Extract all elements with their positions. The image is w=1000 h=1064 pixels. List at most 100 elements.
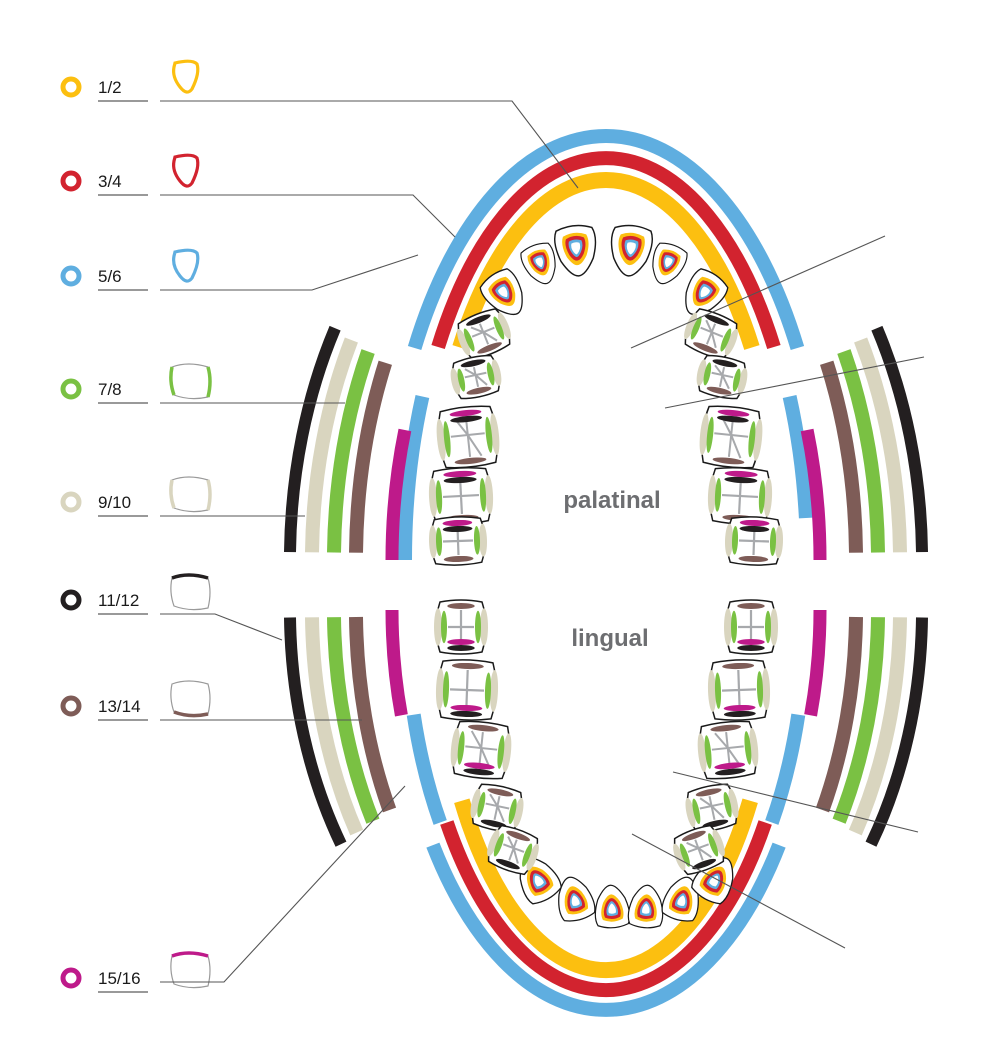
molar-side-beige (513, 797, 524, 828)
molar-side-highlight (169, 366, 176, 396)
molar-fissure (699, 796, 725, 820)
molar-side-beige (696, 359, 707, 386)
molar-tooth (434, 599, 488, 655)
molar-side-beige (724, 523, 734, 557)
lower-right-arc-magenta (804, 609, 827, 717)
legend-swatch-ring-icon (60, 265, 82, 287)
molar-tooth (724, 516, 784, 566)
upper-arc-red (431, 151, 781, 350)
molar-side-beige (749, 727, 759, 767)
legend-label: 7/8 (98, 380, 122, 399)
leader-line (664, 356, 925, 409)
molar-bottom-surface (712, 457, 745, 465)
legend-item: 11/12 (60, 573, 211, 615)
lower-right-arc-blue (765, 713, 806, 825)
molar-side-green (457, 731, 465, 765)
molar-top-surface (724, 470, 758, 478)
molar-top-surface (717, 409, 750, 417)
molar-side-green (679, 843, 690, 867)
molar-top-surface (737, 603, 765, 609)
incisor-core (534, 875, 544, 887)
molar-bottom-surface (450, 710, 483, 718)
molar-fissure (448, 610, 474, 644)
molar-side-beige (434, 608, 442, 646)
lower-left-arc-brown (349, 616, 397, 813)
molar-side-beige (435, 668, 445, 711)
upper-left-arc-beige (305, 337, 358, 553)
incisor-core (571, 242, 581, 255)
molar-side-green (769, 527, 777, 556)
legend-item: 7/8 (60, 363, 212, 404)
molar-top-surface (451, 662, 484, 670)
molar-side-green (758, 480, 766, 515)
leader-line (160, 100, 579, 189)
molar-tooth (450, 354, 502, 400)
leader-lines (160, 100, 925, 983)
upper-arc-yellow (452, 172, 760, 350)
molar-side-highlight (206, 366, 212, 398)
molar-tooth-icon (170, 680, 211, 717)
molar-top-surface (724, 476, 758, 484)
molar-side-green (732, 368, 741, 392)
legend-swatch-ring-icon (60, 695, 82, 717)
molar-side-beige (490, 413, 500, 456)
incisor-tooth (627, 884, 664, 929)
molar-side-green (435, 480, 443, 515)
incisor-tooth (594, 884, 631, 929)
molar-side-beige (712, 829, 725, 857)
molar-bottom-surface (480, 819, 507, 828)
molar-side-green (765, 610, 771, 644)
molar-bottom-surface (693, 342, 718, 354)
legend-swatch-ring-icon (60, 378, 82, 400)
molar-side-beige (489, 669, 499, 712)
molar-side-green (485, 416, 493, 453)
molar-top-surface (695, 788, 722, 797)
molar-bottom-surface (450, 704, 483, 712)
molar-top-surface (717, 415, 749, 423)
molar-side-green (714, 477, 722, 512)
lower-left-arc-magenta (385, 609, 408, 717)
molar-side-beige (526, 843, 539, 871)
legend-label: 5/6 (98, 267, 122, 286)
legend-swatch-ring-icon (60, 170, 82, 192)
molar-side-beige (685, 797, 696, 828)
molar-side-green (477, 791, 486, 818)
molar-side-green (756, 671, 764, 708)
molar-fissure (711, 731, 744, 769)
upper-left-arc-magenta (385, 428, 412, 561)
molar-side-green (704, 735, 712, 769)
molar-bottom-surface (692, 858, 717, 870)
molar-top-highlight (171, 951, 209, 958)
molar-side-green (706, 416, 714, 453)
legend-label: 9/10 (98, 493, 131, 512)
molar-tooth (673, 824, 725, 876)
legend-item: 5/6 (60, 248, 200, 291)
molar-top-surface (442, 525, 473, 533)
molar-side-green (508, 798, 517, 825)
molar-side-beige (724, 328, 738, 356)
molar-tooth (696, 354, 748, 400)
incisor-core (642, 903, 650, 914)
molar-fissure (686, 839, 712, 861)
molar-side-green (690, 316, 702, 340)
molar-side-green (486, 362, 495, 386)
molar-fissure (465, 730, 498, 770)
molar-side-beige (478, 523, 488, 557)
molar-fissure (503, 836, 525, 864)
upper-left-arc-green (327, 349, 375, 553)
molar-top-surface (739, 519, 770, 527)
lower-right-arc-green (832, 617, 885, 824)
incisor-tooth (610, 224, 653, 277)
molar-side-green (484, 672, 492, 709)
molar-side-beige (770, 608, 778, 646)
molar-bottom-surface (454, 457, 487, 465)
molar-side-green (475, 610, 481, 644)
molar-side-beige (761, 668, 771, 711)
molar-tooth (457, 308, 511, 360)
lower-right-arc-black (865, 617, 928, 847)
molar-tooth-icon (170, 476, 211, 513)
molar-top-surface (506, 830, 531, 842)
molar-side-green (493, 833, 504, 857)
